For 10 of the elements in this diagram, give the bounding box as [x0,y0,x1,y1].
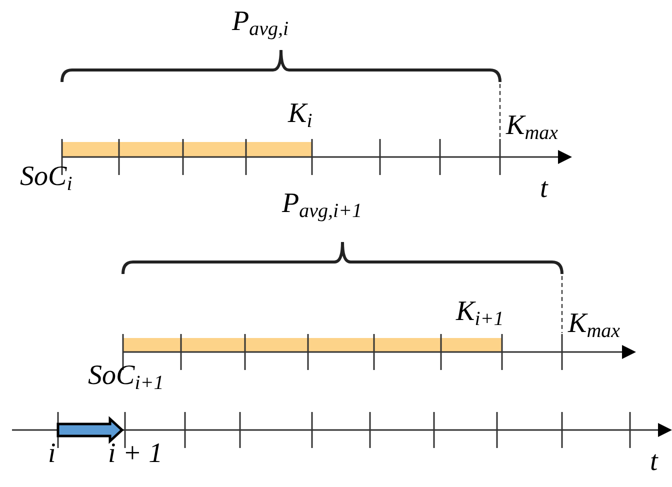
marker-label: K$_{max}$ [568,310,620,338]
marker-label: K$_{i}$ [288,100,312,128]
start-label: SoC$_{i+1}$ [88,362,164,390]
tick-label: i + 1 [108,440,163,468]
axis-label: t [650,448,658,476]
start-label: SoC$_{i}$ [20,163,72,191]
marker-label: K$_{i+1}$ [456,298,504,326]
axis-label: t [540,175,548,203]
tick-label: i [48,440,56,468]
marker-label: K$_{max}$ [506,112,558,140]
